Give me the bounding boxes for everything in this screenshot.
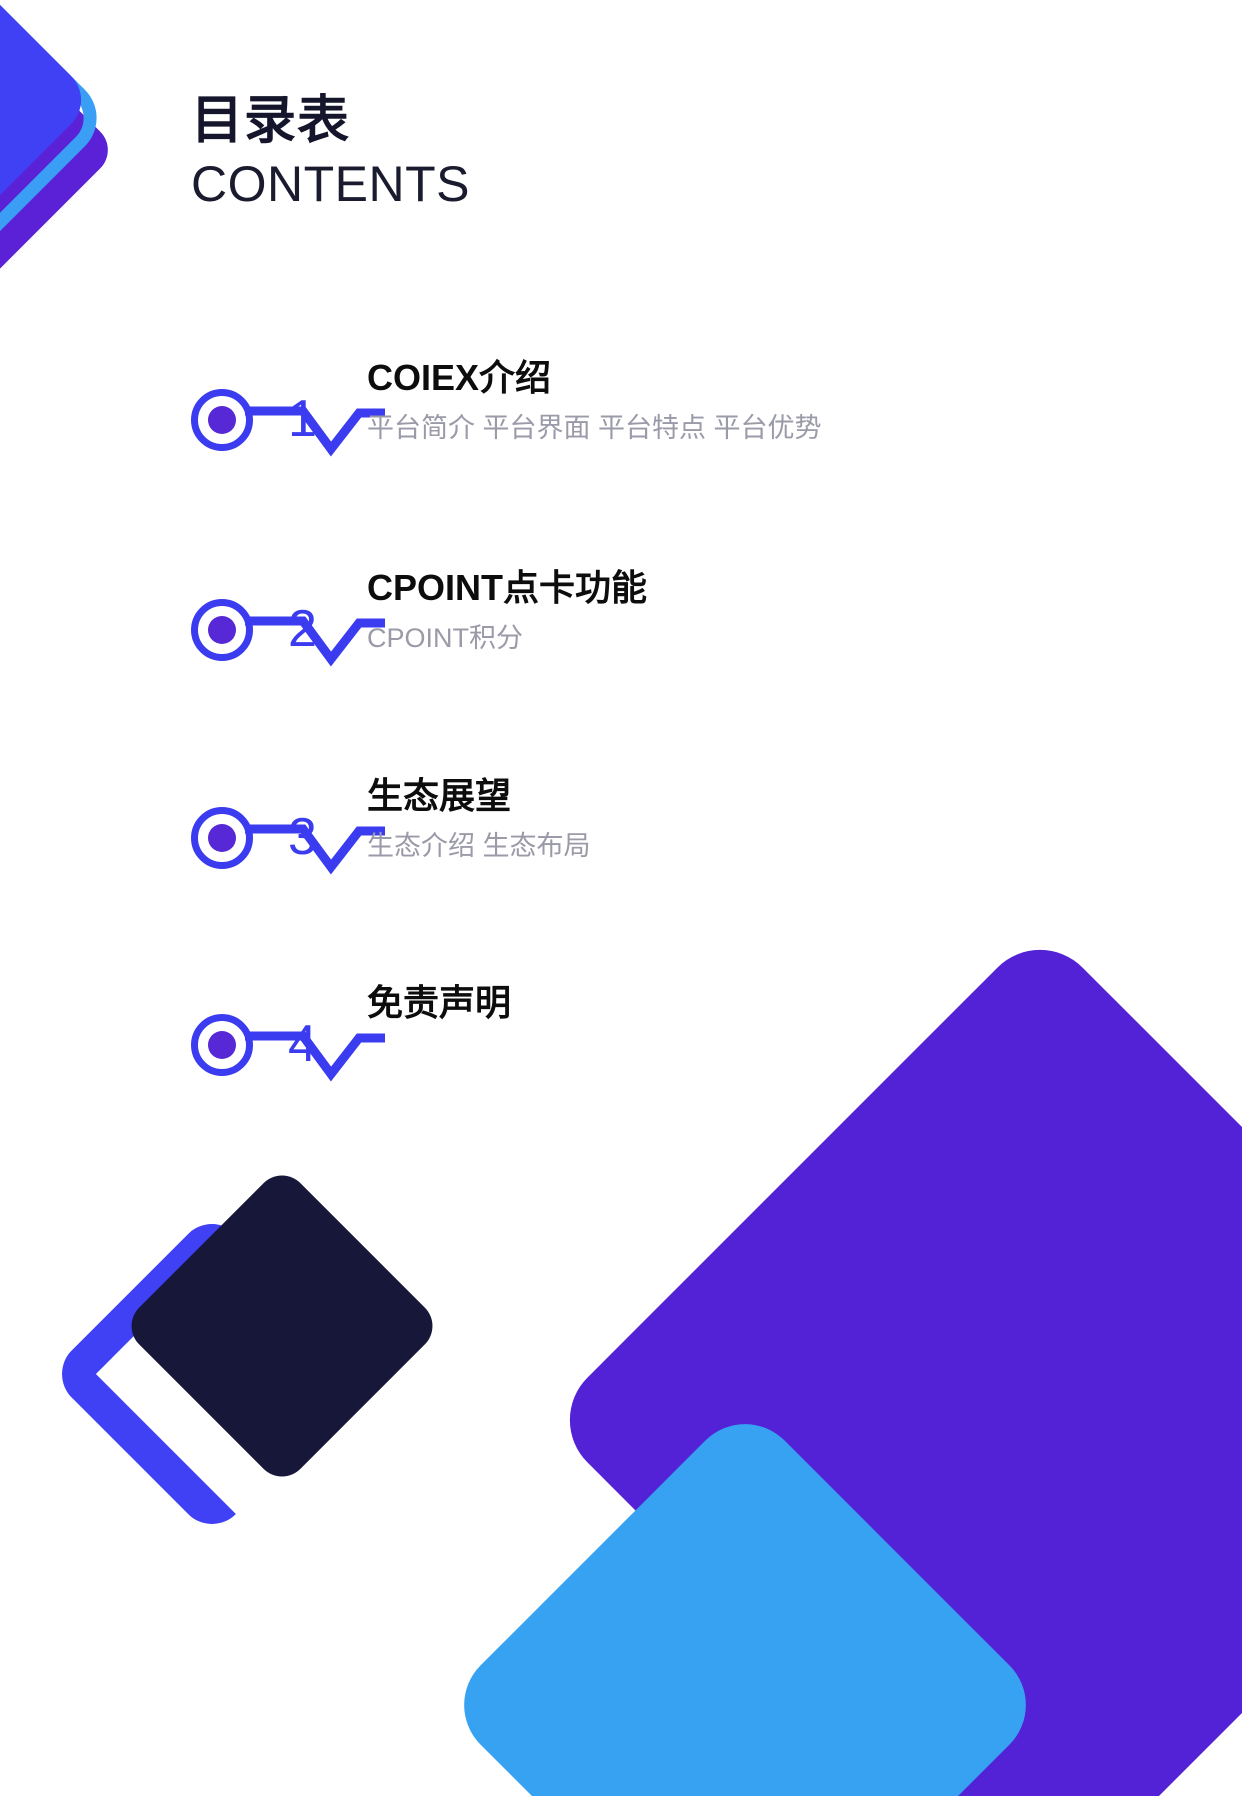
toc-item-number: 2 bbox=[288, 600, 317, 658]
top-left-blue-outline-diamond-shape bbox=[0, 0, 114, 314]
toc-item-title: 免责声明 bbox=[367, 982, 512, 1023]
toc-item-title: COIEX介绍 bbox=[367, 357, 552, 398]
top-left-purple-diamond-shape bbox=[0, 11, 119, 289]
zigzag-connector-icon bbox=[245, 1031, 385, 1082]
bullet-circle-icon bbox=[191, 599, 253, 661]
bullet-circle-icon bbox=[191, 1014, 253, 1076]
top-left-blue-diamond-shape bbox=[0, 0, 96, 296]
toc-item-subtitle: 生态介绍 生态布局 bbox=[367, 831, 591, 861]
page-title-cn: 目录表 bbox=[191, 92, 351, 150]
toc-item-number: 1 bbox=[288, 390, 317, 448]
toc-item-text: 生态展望 生态介绍 生态布局 bbox=[367, 773, 1157, 867]
bullet-circle-icon bbox=[191, 807, 253, 869]
toc-item-text: 免责声明 bbox=[367, 980, 1157, 1033]
bullet-dot-icon bbox=[208, 824, 236, 852]
toc-item-4[interactable]: 4 免责声明 bbox=[0, 980, 1242, 1130]
zigzag-connector-icon bbox=[245, 616, 385, 667]
zigzag-connector-icon bbox=[245, 824, 385, 875]
bullet-dot-icon bbox=[208, 1031, 236, 1059]
toc-item-number: 4 bbox=[288, 1015, 317, 1073]
toc-item-2[interactable]: 2 CPOINT点卡功能 CPOINT积分 bbox=[0, 565, 1242, 715]
bullet-dot-icon bbox=[208, 616, 236, 644]
toc-item-title: 生态展望 bbox=[367, 775, 512, 816]
toc-item-3[interactable]: 3 生态展望 生态介绍 生态布局 bbox=[0, 773, 1242, 923]
page-title: 目录表 CONTENTS bbox=[191, 92, 470, 214]
bottom-left-dark-diamond-shape bbox=[120, 1164, 444, 1488]
toc-item-1[interactable]: 1 COIEX介绍 平台简介 平台界面 平台特点 平台优势 bbox=[0, 355, 1242, 505]
bullet-circle-icon bbox=[191, 389, 253, 451]
bottom-left-blue-bracket-shape bbox=[47, 1209, 377, 1539]
bullet-dot-icon bbox=[208, 406, 236, 434]
page-title-en: CONTENTS bbox=[191, 155, 470, 212]
toc-item-text: CPOINT点卡功能 CPOINT积分 bbox=[367, 565, 1157, 659]
bottom-right-sky-diamond-shape bbox=[440, 1400, 1050, 1796]
toc-item-text: COIEX介绍 平台简介 平台界面 平台特点 平台优势 bbox=[367, 355, 1157, 449]
toc-item-number: 3 bbox=[288, 808, 317, 866]
toc-item-subtitle: CPOINT积分 bbox=[367, 623, 524, 653]
zigzag-connector-icon bbox=[245, 406, 385, 457]
toc-item-title: CPOINT点卡功能 bbox=[367, 567, 648, 608]
toc-item-subtitle: 平台简介 平台界面 平台特点 平台优势 bbox=[367, 413, 822, 443]
